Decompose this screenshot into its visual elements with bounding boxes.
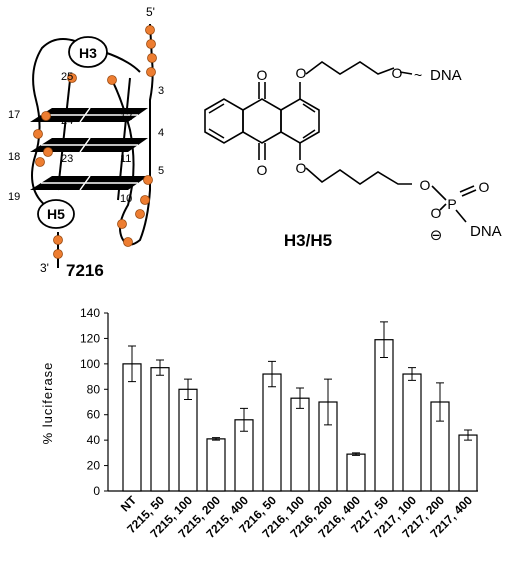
atom-o-carbonyl-top: O (257, 67, 268, 83)
bar (122, 363, 142, 492)
h3-label: H3 (79, 45, 97, 61)
error-bar (296, 387, 304, 409)
error-bar (324, 378, 332, 426)
bar (374, 339, 394, 492)
bar-chart: % luciferase 0 20 40 60 80 100 120 140 NT7215, … (40, 306, 478, 541)
atom-p: P (447, 196, 456, 212)
label-12: 12 (120, 111, 132, 123)
dna-label-bottom: DNA (470, 223, 502, 240)
bar (262, 373, 282, 492)
label-5prime: 5' (146, 5, 155, 19)
chemical-labels: O O O O O DNA ~ O P O O ⊖ DNA H3/H5 (257, 65, 502, 250)
error-bar (240, 407, 248, 432)
bar (206, 438, 226, 492)
bar (458, 434, 478, 492)
nucleotide-beads (33, 25, 157, 259)
atom-o-carbonyl-bottom: O (257, 162, 268, 178)
atom-o-phosphate-minus: O (431, 205, 442, 221)
label-4: 4 (158, 127, 164, 139)
label-17: 17 (8, 109, 20, 121)
h5-label: H5 (47, 206, 65, 222)
label-24: 24 (61, 115, 73, 127)
h5-node (37, 199, 75, 229)
h3-node (68, 36, 108, 68)
error-bar (268, 360, 276, 388)
label-10: 10 (120, 193, 132, 205)
atom-o-ether-bottom: O (296, 160, 307, 176)
atom-o-ether-top: O (296, 65, 307, 81)
strand-connector (57, 79, 71, 191)
error-bar (352, 452, 360, 456)
atom-o-tail-bottom: O (420, 177, 431, 193)
label-23: 23 (61, 153, 73, 165)
y-tick-label: 0 (93, 484, 100, 498)
dna-label-top: DNA (430, 67, 462, 84)
error-bar (184, 378, 192, 400)
label-3: 3 (158, 85, 164, 97)
backbone-strand (111, 23, 154, 246)
y-tick-label: 100 (80, 357, 100, 371)
bars (122, 321, 478, 492)
atom-o-tail-top: O (392, 65, 403, 81)
label-11: 11 (120, 153, 131, 165)
y-tick-label: 20 (87, 459, 101, 473)
y-tick-label: 140 (80, 306, 100, 320)
error-bar (380, 321, 388, 358)
label-25: 25 (61, 71, 73, 83)
label-19: 19 (8, 191, 20, 203)
bar (346, 453, 366, 492)
sequence-name: 7216 (66, 261, 104, 280)
chemical-structure (204, 61, 477, 223)
error-bar (464, 429, 472, 441)
quadruplex-diagram: H3 H5 5' 3' 25 24 23 17 18 19 3 4 5 12 1… (8, 5, 164, 280)
y-tick-label: 40 (87, 433, 101, 447)
error-bar (408, 367, 416, 381)
label-18: 18 (8, 151, 20, 163)
structure-caption: H3/H5 (284, 231, 332, 250)
x-tick-label: NT (118, 493, 140, 515)
backbone-right-loop (103, 51, 141, 73)
tilde-top: ~ (414, 67, 422, 83)
bar (150, 367, 170, 492)
y-tick-label: 120 (80, 331, 100, 345)
label-5: 5 (158, 165, 164, 177)
bar (290, 397, 310, 492)
plate-grid (41, 107, 138, 191)
y-tick-label: 60 (87, 408, 101, 422)
error-bar (212, 437, 220, 441)
y-ticks: 0 20 40 60 80 100 120 140 (80, 306, 108, 498)
minus-charge: ⊖ (430, 227, 443, 244)
error-bar (436, 382, 444, 422)
error-bar (128, 345, 136, 383)
atom-o-phosphate: O (479, 179, 490, 195)
y-tick-label: 80 (87, 382, 101, 396)
label-3prime: 3' (40, 261, 49, 275)
bar (178, 388, 198, 492)
y-axis-label: % luciferase (40, 362, 55, 445)
error-bar (156, 359, 164, 376)
bar (402, 373, 422, 492)
